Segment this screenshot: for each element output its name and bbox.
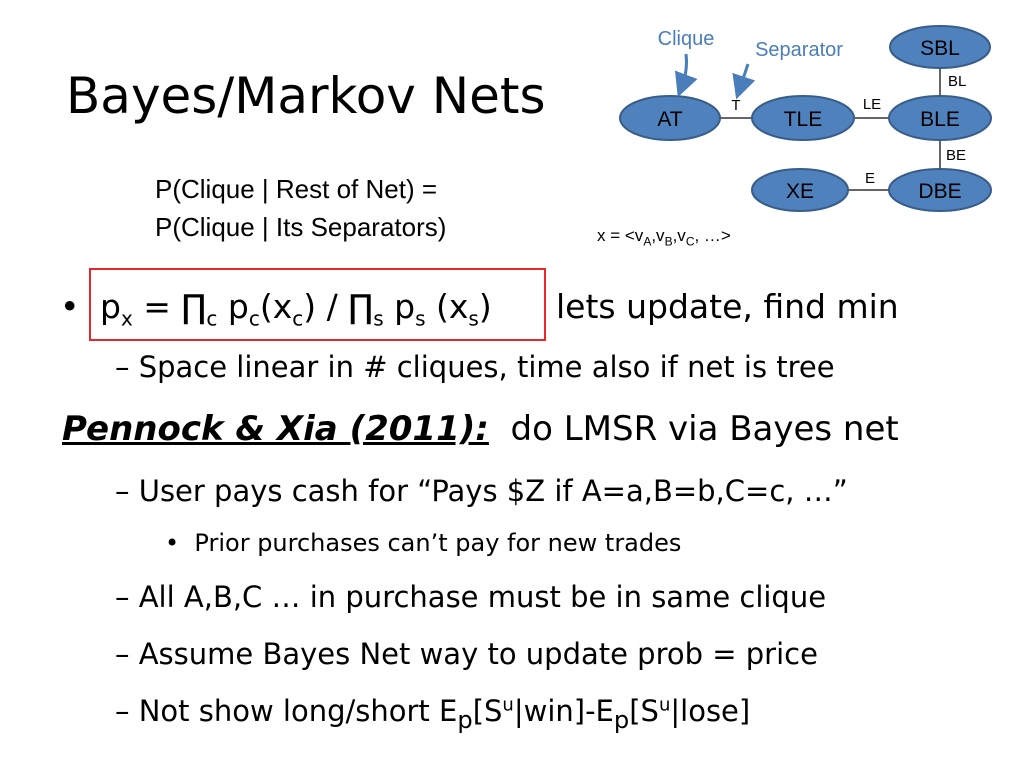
clique-probability-line-1: P(Clique | Rest of Net) =: [155, 174, 438, 204]
edge-label-t: T: [731, 97, 740, 114]
subbullet-not-show-long-short: – Not show long/short Ep[Su|win]-Ep[Su|l…: [115, 694, 751, 734]
node-ble-label: BLE: [920, 108, 960, 131]
node-sbl: SBL: [889, 25, 991, 69]
node-tle-label: TLE: [784, 108, 823, 131]
heading-rest: do LMSR via Bayes net: [510, 409, 899, 449]
subbullet-space-linear: – Space linear in # cliques, time also i…: [115, 350, 835, 384]
clique-arrow-icon: [674, 53, 698, 98]
edge-label-bl: BL: [948, 73, 966, 90]
formula-highlight-box: [89, 268, 546, 341]
node-ble: BLE: [888, 95, 992, 141]
edge-label-e: E: [865, 170, 875, 187]
separator-callout-label: Separator: [755, 39, 843, 61]
node-xe: XE: [751, 168, 849, 212]
subsubbullet-prior-purchases: • Prior purchases can’t pay for new trad…: [165, 529, 682, 557]
edge-label-be: BE: [946, 147, 966, 164]
node-tle: TLE: [751, 95, 855, 141]
node-at: AT: [619, 95, 721, 141]
bullet-joint-probability-text: lets update, find min: [556, 287, 899, 326]
separator-arrow-icon: [732, 63, 756, 100]
node-at-label: AT: [657, 108, 682, 131]
slide-title: Bayes/Markov Nets: [66, 67, 546, 125]
edge-label-le: LE: [863, 96, 881, 113]
node-dbe-label: DBE: [918, 180, 961, 203]
clique-callout-label: Clique: [658, 28, 715, 50]
node-dbe: DBE: [888, 168, 992, 212]
citation: Pennock & Xia (2011):: [62, 409, 489, 449]
node-sbl-label: SBL: [920, 37, 960, 60]
clique-probability-line-2: P(Clique | Its Separators): [155, 212, 447, 242]
pennock-xia-heading: Pennock & Xia (2011): do LMSR via Bayes …: [62, 409, 899, 449]
node-xe-label: XE: [786, 180, 814, 203]
junction-tree-formula: px = ∏c pc(xc) / ∏s ps (xs): [100, 287, 492, 331]
subbullet-assume-bayes-net: – Assume Bayes Net way to update prob = …: [115, 637, 818, 671]
junction-tree-diagram: T LE BL BE E AT TLE BLE SBL XE DBE Cliqu…: [619, 25, 992, 212]
subbullet-same-clique: – All A,B,C … in purchase must be in sam…: [115, 580, 827, 614]
assignment-vector: x = <vA,vB,vC, …>: [597, 226, 731, 249]
subbullet-user-pays: – User pays cash for “Pays $Z if A=a,B=b…: [115, 474, 848, 508]
bullet-marker: •: [60, 287, 80, 326]
